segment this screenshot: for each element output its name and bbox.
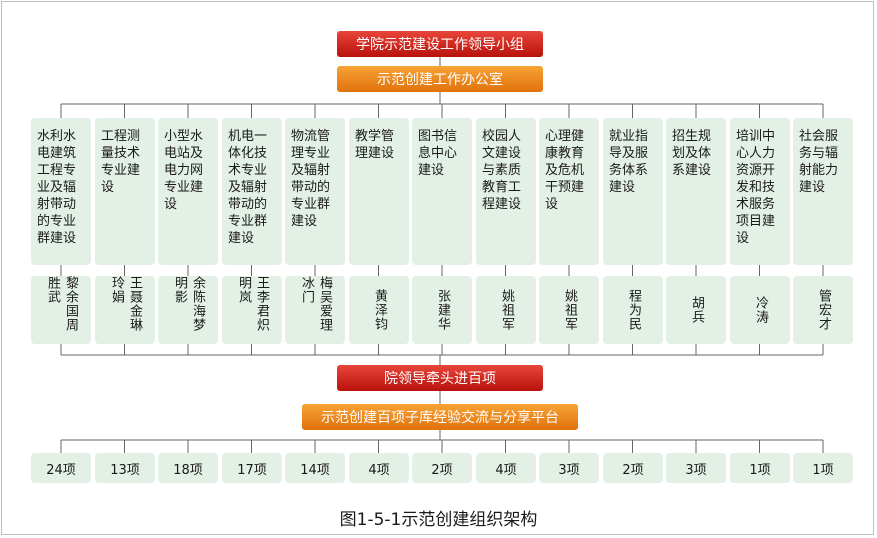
project-count-box: 4项	[349, 453, 409, 483]
leader-box: 管宏才	[793, 276, 853, 344]
leader-names: 黎余国周胜武	[45, 276, 78, 332]
leader-names: 张建华	[435, 289, 450, 331]
project-count-box: 13项	[95, 453, 155, 483]
leader-names: 梅吴爱理冰门	[299, 276, 332, 332]
work-item-box: 工程测量技术专业建设	[95, 118, 155, 265]
leader-box: 冷涛	[730, 276, 790, 344]
work-item-box: 就业指导及服务体系建设	[603, 118, 663, 265]
project-count-box: 3项	[666, 453, 726, 483]
leader-names: 冷涛	[753, 296, 768, 324]
work-item-box: 培训中心人力资源开发和技术服务项目建设	[730, 118, 790, 265]
leader-box: 梅吴爱理冰门	[285, 276, 345, 344]
leadership-group-banner: 学院示范建设工作领导小组	[337, 31, 543, 57]
project-count-box: 1项	[793, 453, 853, 483]
leader-names: 程为民	[626, 289, 641, 331]
project-count-box: 18项	[158, 453, 218, 483]
project-count-box: 4项	[476, 453, 536, 483]
work-item-box: 教学管理建设	[349, 118, 409, 265]
project-count-box: 14项	[285, 453, 345, 483]
leader-box: 姚祖军	[476, 276, 536, 344]
leader-box: 胡兵	[666, 276, 726, 344]
leader-names: 余陈海梦明影	[172, 276, 205, 332]
project-count-box: 1项	[730, 453, 790, 483]
leader-names: 管宏才	[816, 289, 831, 331]
leader-names: 姚祖军	[499, 289, 514, 331]
work-item-box: 心理健康教育及危机干预建设	[539, 118, 599, 265]
leader-box: 黎余国周胜武	[31, 276, 91, 344]
leader-box: 王聂金琳玲娟	[95, 276, 155, 344]
work-item-box: 物流管理专业及辐射带动的专业群建设	[285, 118, 345, 265]
project-count-box: 3项	[539, 453, 599, 483]
leader-box: 王李君炽明岚	[222, 276, 282, 344]
lead-hundred-projects-banner: 院领导牵头进百项	[337, 365, 543, 391]
leader-names: 姚祖军	[562, 289, 577, 331]
leader-names: 胡兵	[689, 296, 704, 324]
leader-box: 姚祖军	[539, 276, 599, 344]
leader-names: 王聂金琳玲娟	[109, 276, 142, 332]
leader-box: 余陈海梦明影	[158, 276, 218, 344]
work-item-box: 图书信息中心建设	[412, 118, 472, 265]
work-item-box: 小型水电站及电力网专业建设	[158, 118, 218, 265]
project-count-box: 17项	[222, 453, 282, 483]
office-banner: 示范创建工作办公室	[337, 66, 543, 92]
project-count-box: 2项	[412, 453, 472, 483]
work-item-box: 水利水电建筑工程专业及辐射带动的专业群建设	[31, 118, 91, 265]
work-item-box: 社会服务与辐射能力建设	[793, 118, 853, 265]
project-count-box: 24项	[31, 453, 91, 483]
project-count-box: 2项	[603, 453, 663, 483]
work-item-box: 校园人文建设与素质教育工程建设	[476, 118, 536, 265]
work-item-box: 招生规划及体系建设	[666, 118, 726, 265]
sharing-platform-banner: 示范创建百项子库经验交流与分享平台	[302, 404, 578, 430]
leader-box: 张建华	[412, 276, 472, 344]
leader-box: 程为民	[603, 276, 663, 344]
work-item-box: 机电一体化技术专业及辐射带动的专业群建设	[222, 118, 282, 265]
leader-box: 黄泽钧	[349, 276, 409, 344]
leader-names: 黄泽钧	[372, 289, 387, 331]
figure-caption: 图1-5-1示范创建组织架构	[339, 510, 538, 530]
leader-names: 王李君炽明岚	[236, 276, 269, 332]
